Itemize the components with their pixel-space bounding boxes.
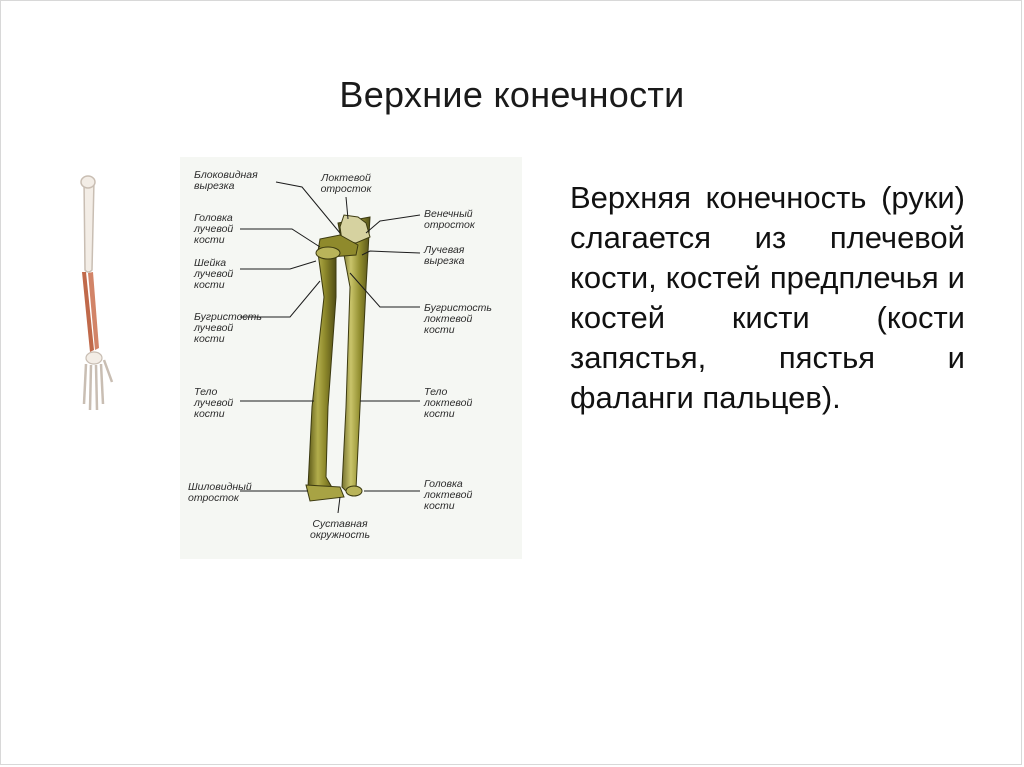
label-ulnar-tuberosity: Бугристость локтевой кости xyxy=(424,303,492,336)
label-olecranon: Локтевой отросток xyxy=(316,173,376,195)
label-ulnar-head: Головка локтевой кости xyxy=(424,479,472,512)
arm-skeleton-thumbnail xyxy=(66,172,122,422)
label-ulnar-body: Тело локтевой кости xyxy=(424,387,472,420)
slide-body-text: Верхняя конечность (руки) слагается из п… xyxy=(570,178,965,418)
forearm-bones-figure: Блоковидная вырезка Локтевой отросток Ве… xyxy=(180,157,522,559)
label-articular-circumference: Суставная окружность xyxy=(298,519,382,541)
label-coronoid-process: Венечный отросток xyxy=(424,209,475,231)
label-radial-head: Головка лучевой кости xyxy=(194,213,233,246)
label-styloid-process: Шиловидный отросток xyxy=(188,482,252,504)
label-trochlear-notch: Блоковидная вырезка xyxy=(194,170,258,192)
label-radial-body: Тело лучевой кости xyxy=(194,387,233,420)
label-radial-neck: Шейка лучевой кости xyxy=(194,258,233,291)
label-radial-notch: Лучевая вырезка xyxy=(424,245,464,267)
slide-title: Верхние конечности xyxy=(0,74,1024,116)
label-radial-tuberosity: Бугристость лучевой кости xyxy=(194,312,262,345)
